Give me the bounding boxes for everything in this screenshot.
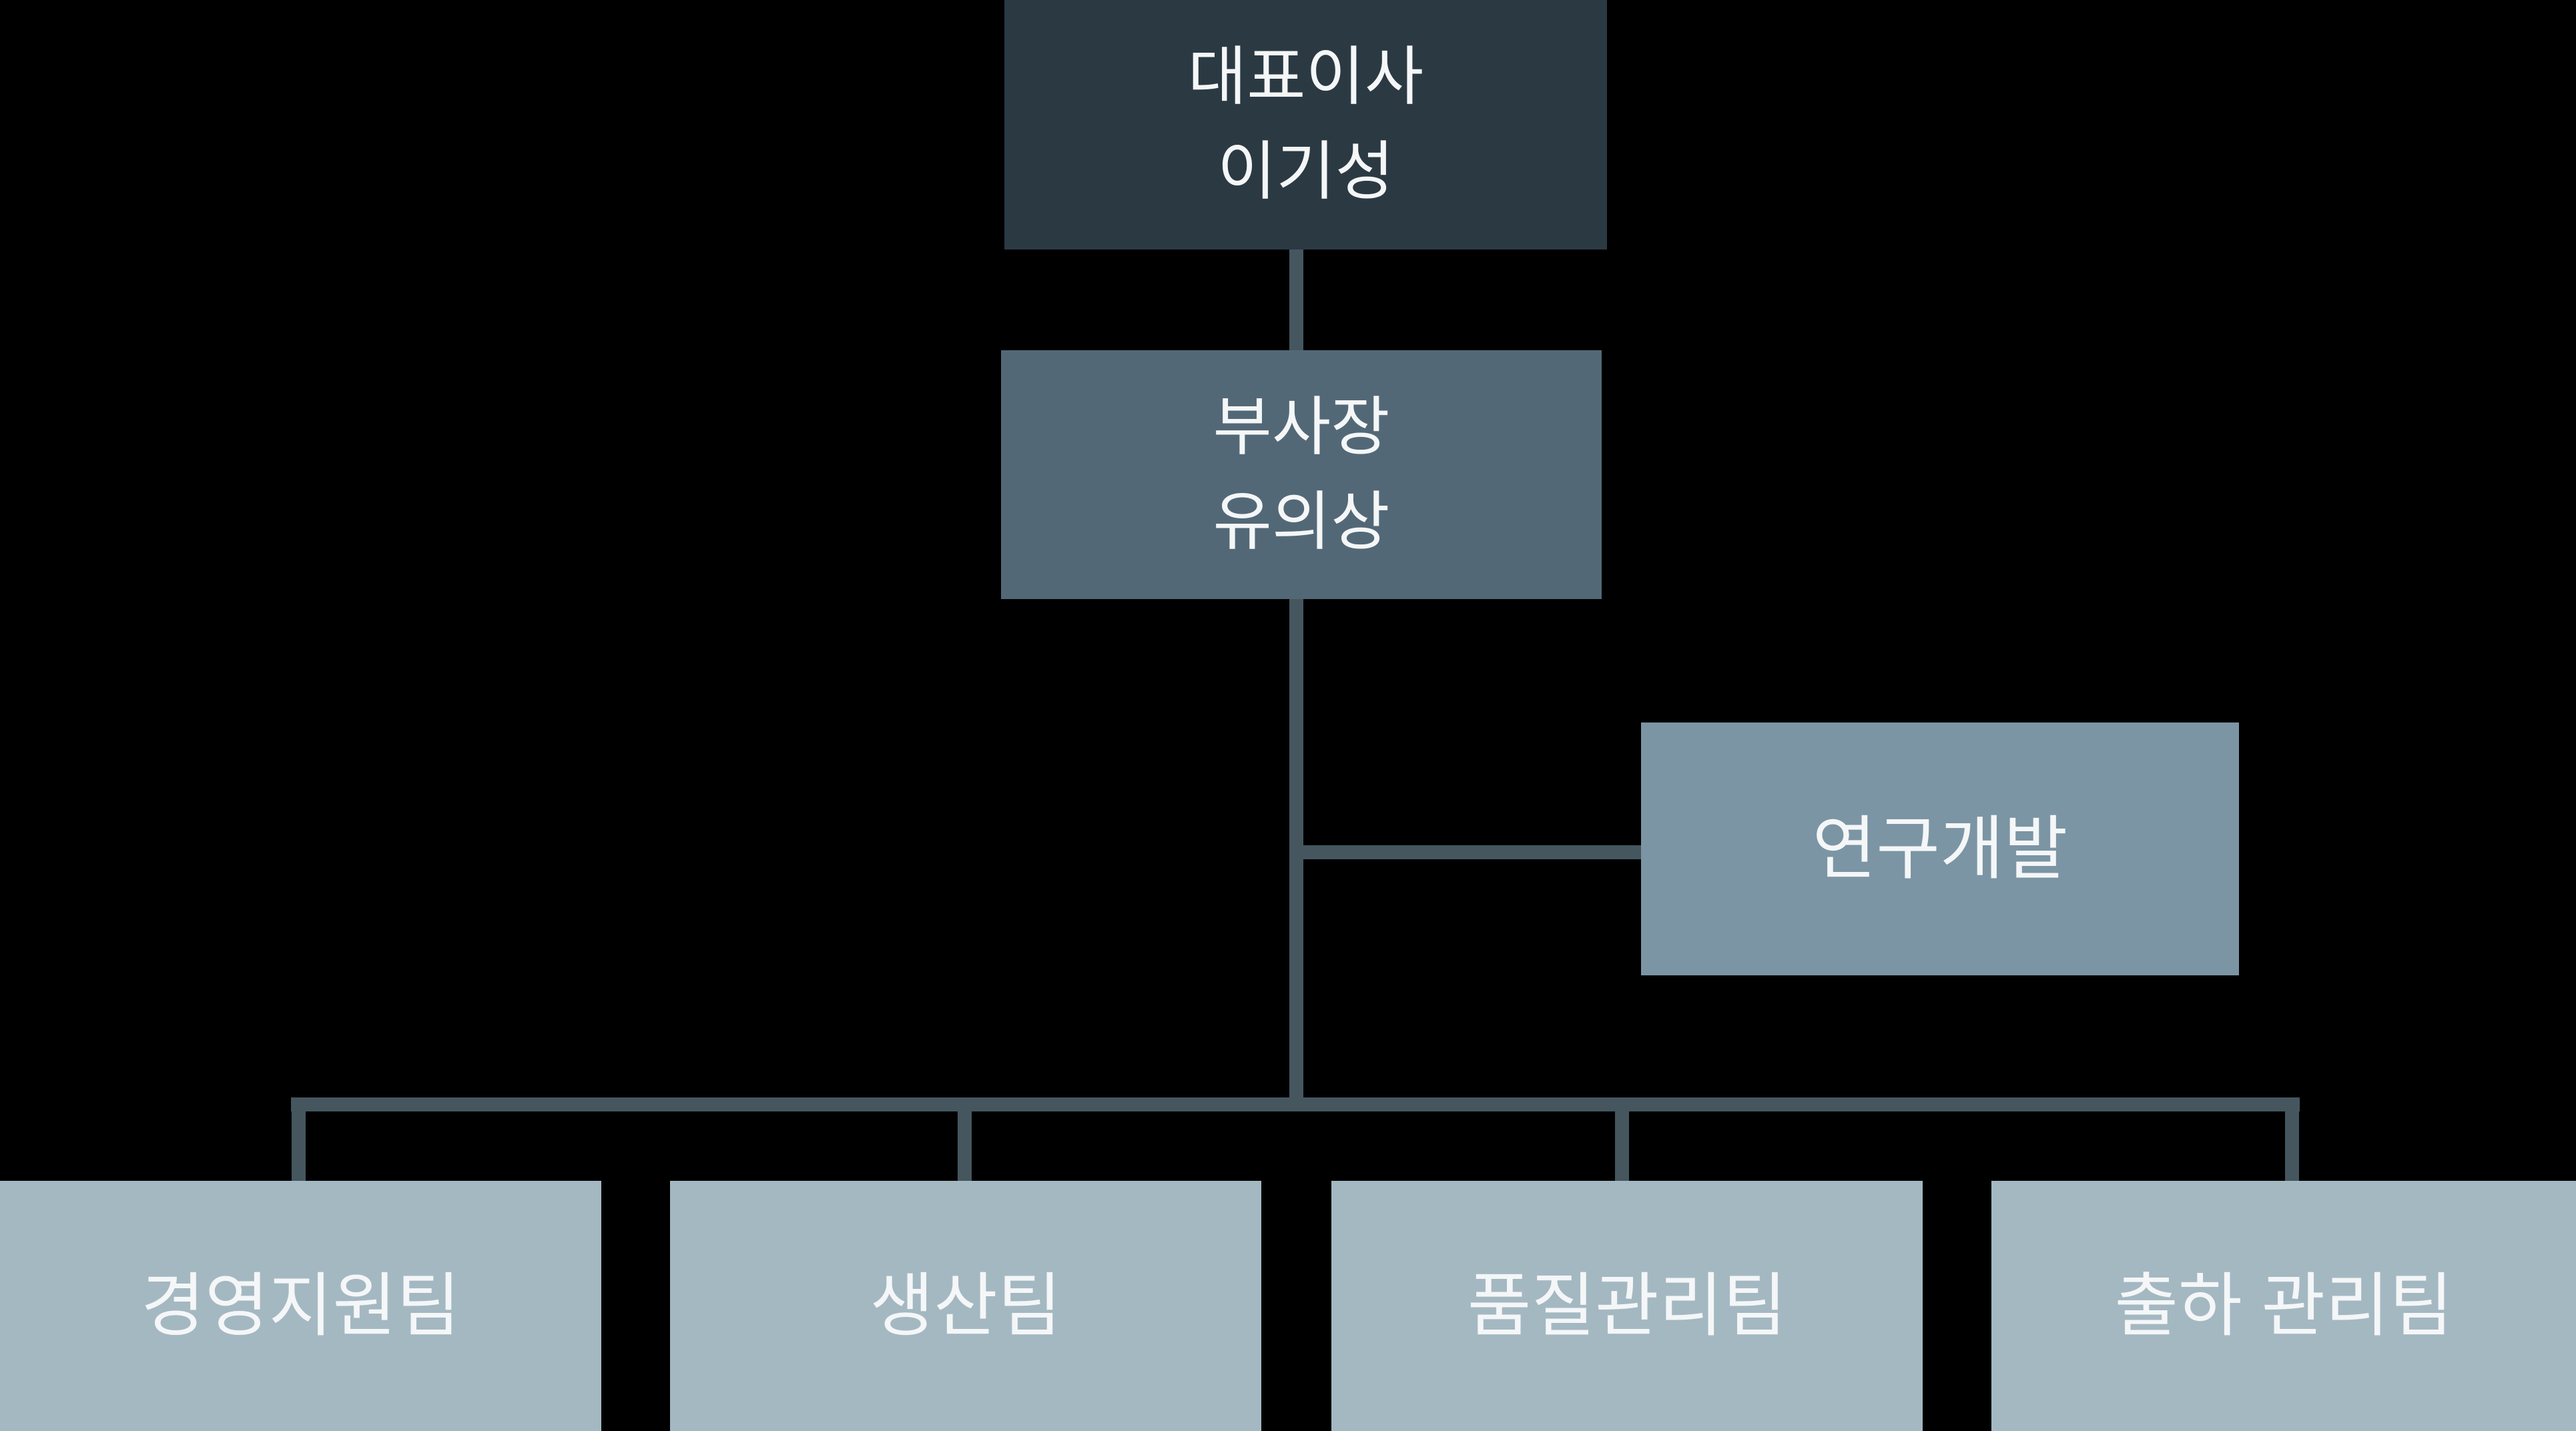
node-rnd: 연구개발 (1641, 723, 2239, 975)
ceo-name: 이기성 (1217, 136, 1394, 207)
connector-team-production (958, 1097, 972, 1181)
node-team-management-support: 경영지원팀 (0, 1181, 601, 1431)
ceo-title: 대표이사 (1187, 41, 1424, 113)
connector-rnd-branch (1303, 845, 1641, 859)
team-label: 품질관리팀 (1467, 1267, 1787, 1345)
connector-ceo-vp (1289, 250, 1303, 350)
node-team-shipping: 출하 관리팀 (1991, 1181, 2576, 1431)
team-label: 생산팀 (870, 1267, 1062, 1345)
team-label: 출하 관리팀 (2114, 1267, 2453, 1345)
rnd-label: 연구개발 (1812, 810, 2068, 888)
node-team-quality-control: 품질관리팀 (1331, 1181, 1923, 1431)
connector-teams-bar (291, 1097, 2300, 1111)
vp-title: 부사장 (1213, 391, 1390, 463)
connector-team-shipping (2285, 1097, 2299, 1181)
connector-vp-trunk (1289, 599, 1303, 1111)
team-label: 경영지원팀 (141, 1267, 460, 1345)
node-vp: 부사장 유의상 (1001, 350, 1602, 599)
connector-team-management-support (292, 1097, 306, 1181)
connector-team-quality-control (1615, 1097, 1629, 1181)
node-ceo: 대표이사 이기성 (1004, 0, 1607, 250)
vp-name: 유의상 (1213, 486, 1390, 558)
node-team-production: 생산팀 (670, 1181, 1261, 1431)
